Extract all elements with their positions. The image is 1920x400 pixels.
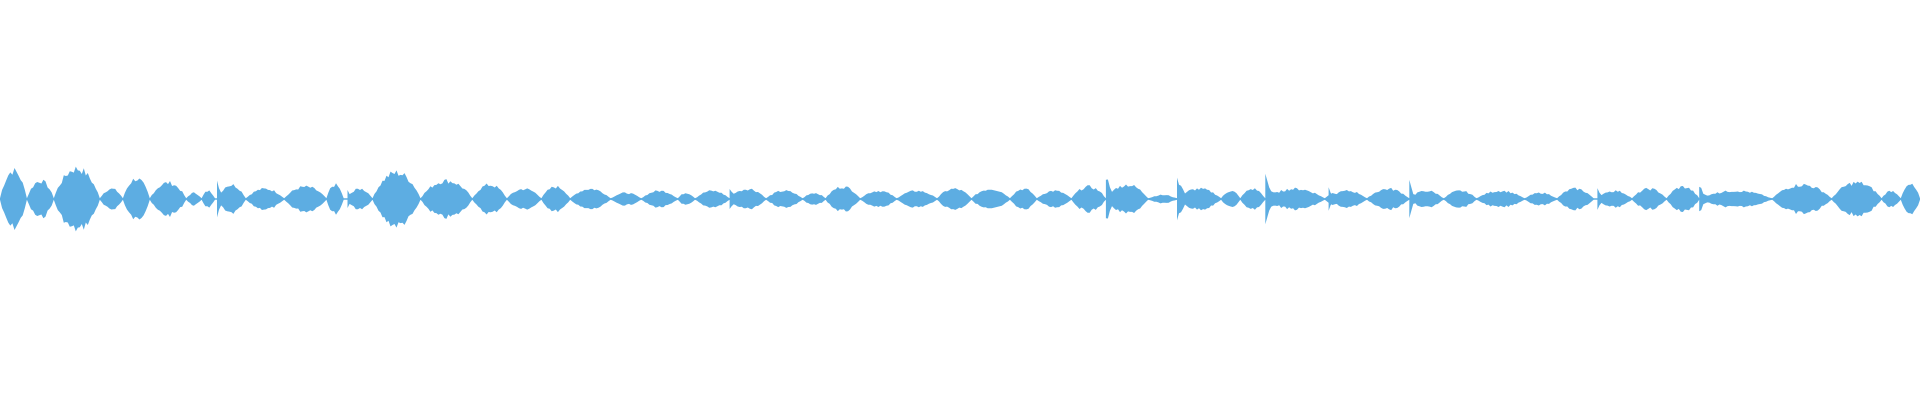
- waveform-segment: [1524, 192, 1558, 206]
- waveform-segment: [1881, 190, 1901, 208]
- waveform-segment: [1632, 187, 1667, 211]
- waveform-segment: [1071, 185, 1106, 213]
- waveform-segment: [201, 190, 215, 208]
- waveform-segment: [1476, 190, 1525, 208]
- waveform-segment: [1105, 179, 1149, 219]
- waveform-segment: [284, 185, 327, 213]
- waveform-segment: [1900, 183, 1920, 215]
- waveform-segment: [0, 168, 27, 230]
- waveform-segment: [1240, 188, 1266, 210]
- waveform-segment: [766, 190, 803, 208]
- waveform-segment: [610, 192, 642, 206]
- waveform-segment: [1148, 194, 1177, 204]
- waveform-segment: [149, 181, 187, 217]
- waveform-segment: [1443, 190, 1477, 208]
- waveform-segment: [1666, 186, 1700, 212]
- waveform-segment: [420, 179, 473, 219]
- waveform-segments: [0, 166, 1920, 232]
- waveform-segment: [372, 170, 421, 228]
- waveform-segment: [729, 188, 767, 210]
- waveform-segment: [1265, 173, 1325, 225]
- waveform-segment: [695, 190, 730, 208]
- waveform-segment: [570, 188, 611, 210]
- waveform-segment: [122, 178, 150, 220]
- waveform-segment: [971, 189, 1010, 209]
- waveform-segment: [1409, 179, 1444, 219]
- waveform-segment: [245, 188, 285, 210]
- waveform-segment: [1597, 188, 1632, 210]
- waveform-segment: [1177, 177, 1222, 221]
- waveform-segment: [217, 180, 246, 218]
- waveform-segment: [802, 193, 826, 205]
- waveform-segment: [937, 188, 972, 210]
- waveform-segment: [541, 185, 571, 213]
- waveform-segment: [26, 179, 54, 219]
- waveform-segment: [186, 192, 202, 206]
- waveform-segment: [326, 183, 344, 215]
- waveform-segment: [1772, 183, 1832, 215]
- waveform-segment: [53, 166, 100, 232]
- waveform-segment: [1328, 187, 1367, 211]
- waveform-segment: [347, 188, 373, 210]
- waveform-segment: [1009, 188, 1037, 210]
- waveform-segment: [99, 188, 123, 210]
- waveform-segment: [1699, 186, 1773, 212]
- waveform-segment: [825, 186, 861, 212]
- waveform-segment: [1367, 187, 1410, 211]
- waveform-segment: [1221, 191, 1241, 207]
- waveform-segment: [641, 190, 678, 208]
- waveform-segment: [1831, 181, 1882, 217]
- waveform-segment: [860, 191, 897, 207]
- waveform-segment: [896, 190, 937, 208]
- waveform-segment: [1036, 190, 1072, 208]
- waveform-segment: [472, 183, 507, 215]
- waveform-segment: [1557, 187, 1594, 211]
- waveform-segment: [506, 188, 542, 210]
- waveform-segment: [677, 193, 695, 205]
